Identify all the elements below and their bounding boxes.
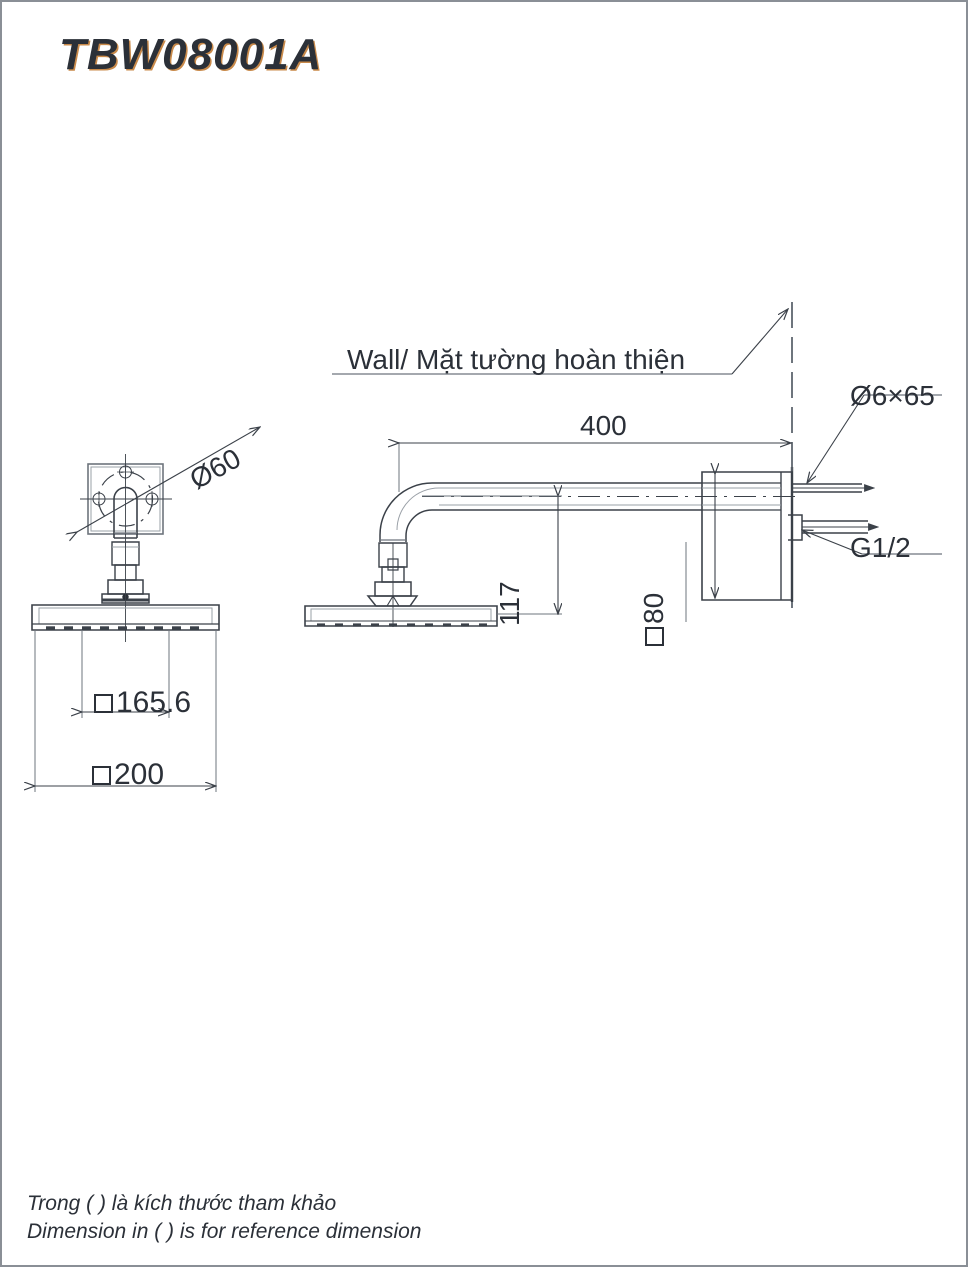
label-screw: Ø6×65: [850, 380, 935, 411]
dimension-body-size: 80: [638, 593, 670, 646]
dimension-head-outer-value: 200: [114, 758, 165, 791]
page-title: TBW08001A: [59, 30, 323, 79]
square-symbol-icon: [94, 694, 113, 713]
dimension-head-inner-value: 165.6: [116, 686, 192, 719]
side-view-assembly: [304, 302, 942, 627]
note-english: Dimension in ( ) is for reference dimens…: [27, 1220, 422, 1243]
note-vietnamese: Trong ( ) là kích thước tham khảo: [27, 1192, 337, 1215]
square-symbol-icon: [645, 627, 664, 646]
label-thread: G1/2: [850, 532, 911, 563]
dimension-drop-height: 117: [494, 581, 525, 626]
dimension-arm-length: 400: [580, 410, 627, 441]
wall-label: Wall/ Mặt tường hoàn thiện: [347, 344, 686, 375]
square-symbol-icon: [92, 766, 111, 785]
dimension-head-inner: 165.6: [94, 686, 191, 720]
dimension-body-size-value: 80: [638, 592, 669, 624]
dimension-head-outer: 200: [92, 758, 164, 792]
front-view-shower: [32, 427, 260, 792]
